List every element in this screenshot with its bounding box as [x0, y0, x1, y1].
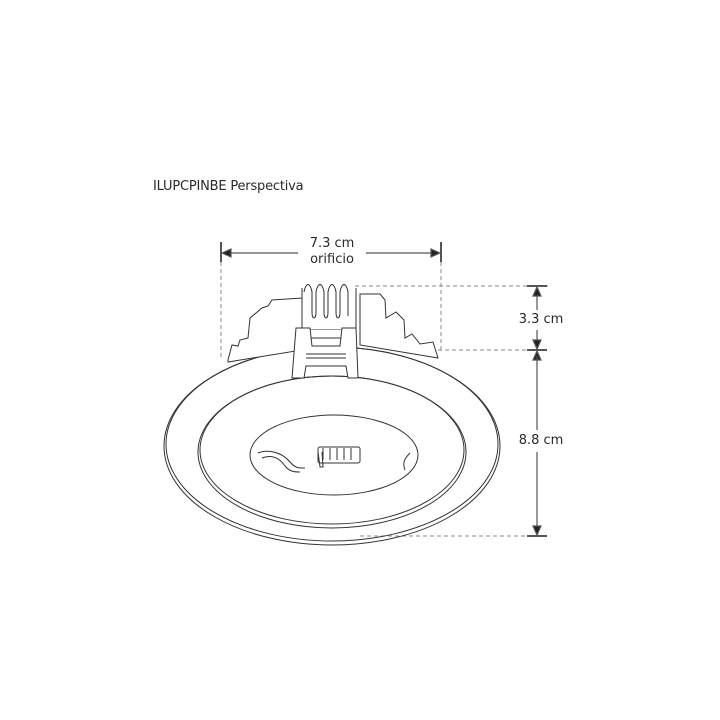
width-value: 7.3 cm	[309, 236, 355, 251]
body-height-label: 8.8 cm	[512, 433, 570, 449]
top-height-label: 3.3 cm	[512, 312, 570, 328]
height-dimensions	[527, 285, 547, 537]
width-label: 7.3 cm orificio	[298, 236, 366, 268]
width-dimension	[220, 242, 442, 262]
width-note: orificio	[310, 252, 354, 267]
housing	[227, 284, 439, 379]
diagram-title: ILUPCPINBE Perspectiva	[153, 179, 304, 194]
lamp-socket	[257, 446, 411, 473]
trim-ring	[163, 346, 501, 546]
